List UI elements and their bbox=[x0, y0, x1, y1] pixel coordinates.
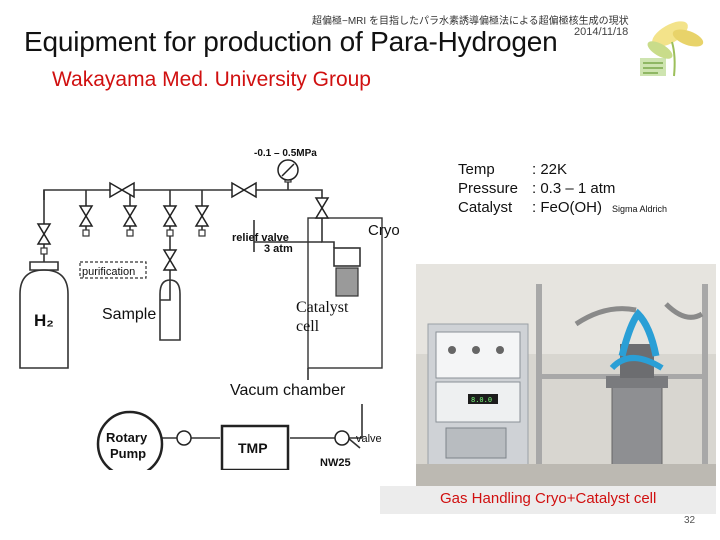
tmp-label: TMP bbox=[238, 440, 268, 456]
group-subtitle: Wakayama Med. University Group bbox=[52, 68, 371, 91]
valve-label: valve bbox=[356, 433, 382, 445]
page-title: Equipment for production of Para-Hydroge… bbox=[24, 26, 558, 57]
photo-caption: Gas Handling Cryo+Catalyst cell bbox=[440, 490, 657, 507]
h2-label: H₂ bbox=[34, 311, 54, 330]
valve-icon bbox=[162, 205, 178, 227]
pump-valve-icon bbox=[176, 430, 192, 446]
valve-icon bbox=[36, 223, 52, 245]
rotary-label: Rotary bbox=[106, 430, 148, 445]
gas-line-diagram: -0.1 – 0.5MPa relief valve 3 atm purific… bbox=[19, 148, 383, 470]
catalyst-cell-label: Catalyst cell bbox=[296, 298, 348, 336]
temp-label: Temp bbox=[458, 161, 495, 178]
pressure-row: Pressure : 0.3 – 1 atm bbox=[458, 179, 667, 198]
blue-hose bbox=[618, 308, 660, 357]
temp-row: Temp : 22K bbox=[458, 160, 667, 179]
rotary-pump-icon bbox=[96, 410, 164, 470]
valve-icon bbox=[231, 181, 257, 199]
catalyst-value: : FeO(OH) bbox=[532, 199, 602, 216]
supplier-label: Sigma Aldrich bbox=[612, 204, 668, 214]
relief-pressure-label: 3 atm bbox=[264, 243, 293, 255]
vacuum-valve-icon bbox=[334, 430, 350, 446]
valve-icon bbox=[109, 181, 135, 199]
catalyst-label: Catalyst bbox=[458, 199, 513, 216]
vacuum-chamber-label: Vacum chamber bbox=[230, 382, 346, 399]
pressure-range-label: -0.1 – 0.5MPa bbox=[254, 148, 317, 159]
equipment-photo: 8.0.0 bbox=[416, 264, 716, 486]
tmp-box bbox=[220, 424, 290, 470]
caption-bar bbox=[380, 486, 716, 514]
valve-icon bbox=[314, 197, 330, 219]
cryo-label: Cryo bbox=[368, 222, 400, 239]
plant-logo-icon bbox=[640, 21, 704, 77]
valve-icon bbox=[122, 205, 138, 227]
pump-label: Pump bbox=[110, 446, 146, 461]
valve-icon bbox=[162, 249, 178, 271]
catalyst-row: Catalyst : FeO(OH) Sigma Aldrich bbox=[458, 198, 667, 219]
japanese-header: 超偏極−MRI を目指したパラ水素誘導偏極法による超偏極核生成の現状 bbox=[312, 16, 629, 27]
pressure-label: Pressure bbox=[458, 180, 519, 197]
nw25-label: NW25 bbox=[320, 457, 351, 469]
temp-value: : 22K bbox=[532, 161, 568, 178]
valve-icons bbox=[36, 181, 330, 271]
sample-label: Sample bbox=[102, 306, 157, 323]
date-label: 2014/11/18 bbox=[574, 26, 629, 38]
catalyst-cell-line2: cell bbox=[296, 318, 320, 335]
pressure-value: : 0.3 – 1 atm bbox=[532, 180, 616, 197]
catalyst-cell-icon bbox=[335, 267, 359, 297]
relief-valve-label: relief valve bbox=[232, 232, 289, 244]
valve-icon bbox=[78, 205, 94, 227]
valve-icon bbox=[194, 205, 210, 227]
purification-label: purification bbox=[82, 266, 135, 278]
conditions-block: Temp : 22K Pressure : 0.3 – 1 atm Catalyst… bbox=[458, 160, 667, 219]
page-number: 32 bbox=[684, 515, 696, 526]
catalyst-cell-line1: Catalyst bbox=[296, 299, 349, 316]
photo-readout: 8.0.0 bbox=[471, 396, 492, 404]
